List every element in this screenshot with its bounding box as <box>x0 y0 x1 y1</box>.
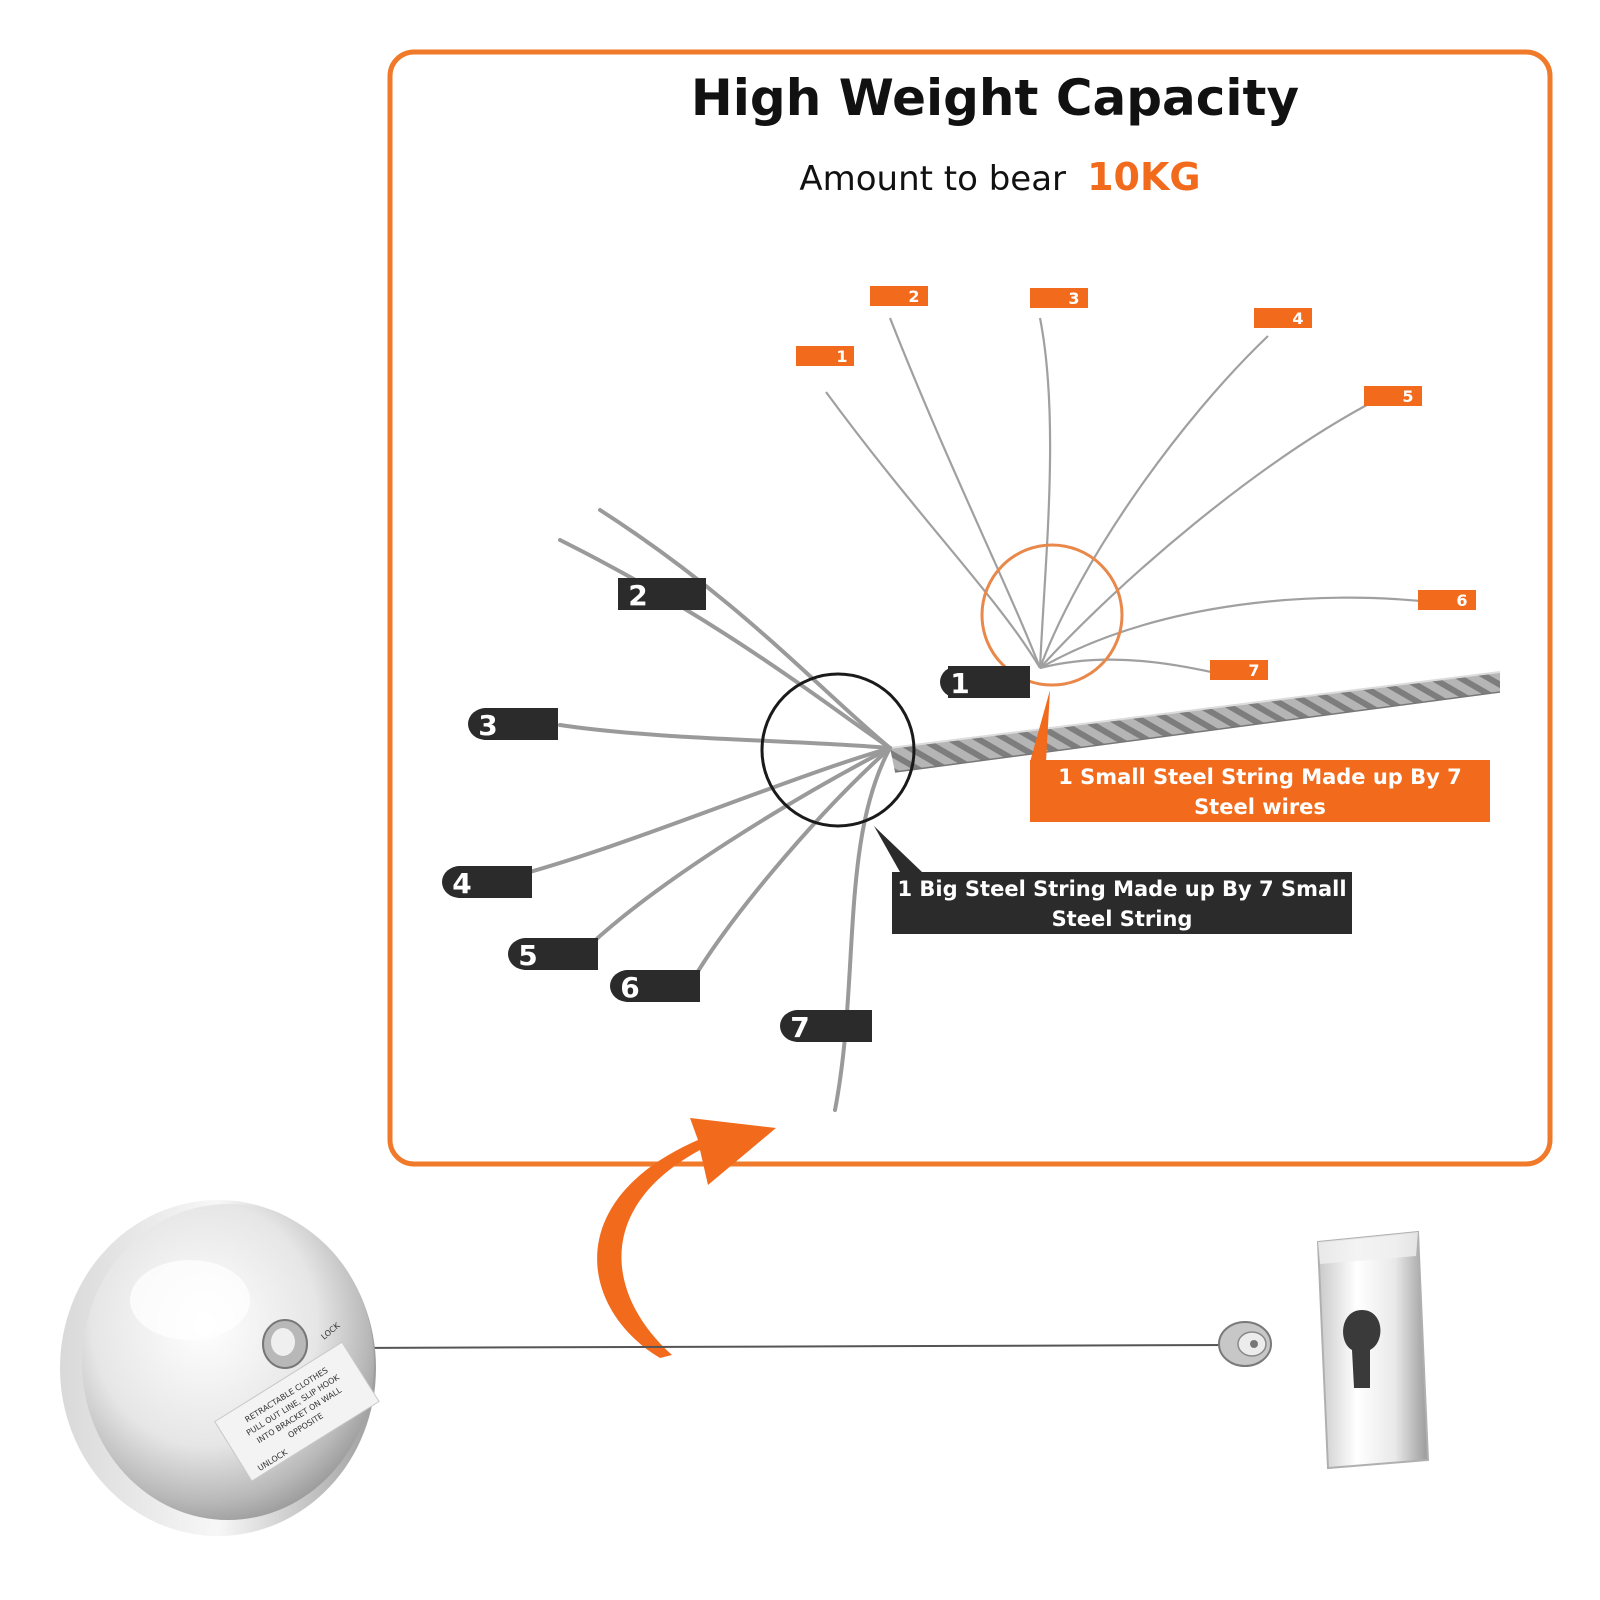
big-string-tag: 4 <box>442 866 532 900</box>
end-clip-icon <box>1218 1321 1272 1367</box>
small-string-callout: 1 Small Steel String Made up By 7 Steel … <box>1030 760 1490 822</box>
big-string-tag: 1 <box>940 666 1030 700</box>
subtitle-prefix: Amount to bear <box>799 159 1066 199</box>
clothes-line <box>339 1344 1235 1349</box>
small-split-circle <box>980 543 1124 687</box>
reel-device-icon: RETRACTABLE CLOTHES PULL OUT LINE, SLIP … <box>60 1200 380 1536</box>
page-title: High Weight Capacity <box>691 69 1299 127</box>
big-string-tag: 5 <box>508 938 598 972</box>
subtitle: Amount to bear 10KG <box>799 155 1200 199</box>
big-split-circle <box>760 672 916 828</box>
svg-text:2: 2 <box>628 579 647 612</box>
small-wire-tag: 3 <box>1030 288 1088 308</box>
curved-arrow-icon <box>597 1118 776 1358</box>
small-wire-tag: 2 <box>870 286 928 306</box>
svg-text:6: 6 <box>620 971 639 1004</box>
svg-text:1: 1 <box>950 667 969 700</box>
svg-text:1 Small Steel String Made up B: 1 Small Steel String Made up By 7 <box>1058 765 1462 789</box>
svg-text:5: 5 <box>1402 387 1413 406</box>
small-wire-tag: 6 <box>1418 590 1476 610</box>
small-wire-tag: 7 <box>1210 660 1268 680</box>
big-strands <box>498 508 892 1112</box>
callout-frame <box>387 49 1553 1167</box>
small-wire-tag: 1 <box>796 346 854 366</box>
svg-text:Steel String: Steel String <box>1052 907 1193 931</box>
small-wire-tag: 5 <box>1364 386 1422 406</box>
wall-hook-icon <box>1316 1230 1430 1470</box>
big-string-callout: 1 Big Steel String Made up By 7 Small St… <box>892 872 1352 934</box>
big-string-tag: 3 <box>468 708 558 742</box>
svg-text:3: 3 <box>478 709 497 742</box>
small-callout-pointer <box>1030 690 1050 762</box>
big-string-tag: 6 <box>610 970 700 1004</box>
svg-text:7: 7 <box>1248 661 1259 680</box>
small-wire-tag: 4 <box>1254 308 1312 328</box>
svg-text:Steel wires: Steel wires <box>1194 795 1326 819</box>
svg-text:2: 2 <box>908 287 919 306</box>
svg-text:4: 4 <box>1292 309 1303 328</box>
small-wires <box>825 317 1431 677</box>
svg-text:3: 3 <box>1068 289 1079 308</box>
svg-text:6: 6 <box>1456 591 1467 610</box>
big-string-tag: 7 <box>780 1010 872 1044</box>
svg-text:1 Big Steel String Made up By: 1 Big Steel String Made up By 7 Small <box>897 877 1346 901</box>
svg-text:1: 1 <box>836 347 847 366</box>
svg-text:7: 7 <box>790 1011 809 1044</box>
big-callout-pointer <box>874 826 922 872</box>
svg-text:5: 5 <box>518 939 537 972</box>
capacity-value: 10KG <box>1087 155 1201 199</box>
svg-text:4: 4 <box>452 867 471 900</box>
big-string-tag: 2 <box>618 578 706 612</box>
